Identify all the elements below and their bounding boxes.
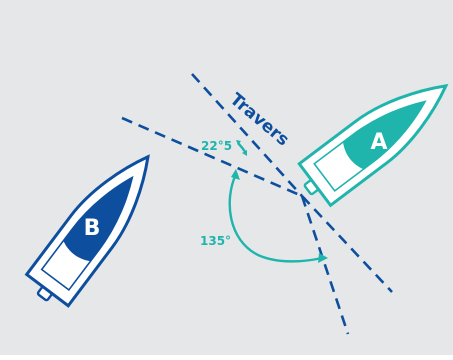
angle-label-large: 135°: [200, 234, 231, 248]
angle-label-small: 22°5: [201, 139, 232, 153]
boat-b-label: B: [84, 216, 101, 241]
boat-a-label: A: [370, 130, 387, 155]
